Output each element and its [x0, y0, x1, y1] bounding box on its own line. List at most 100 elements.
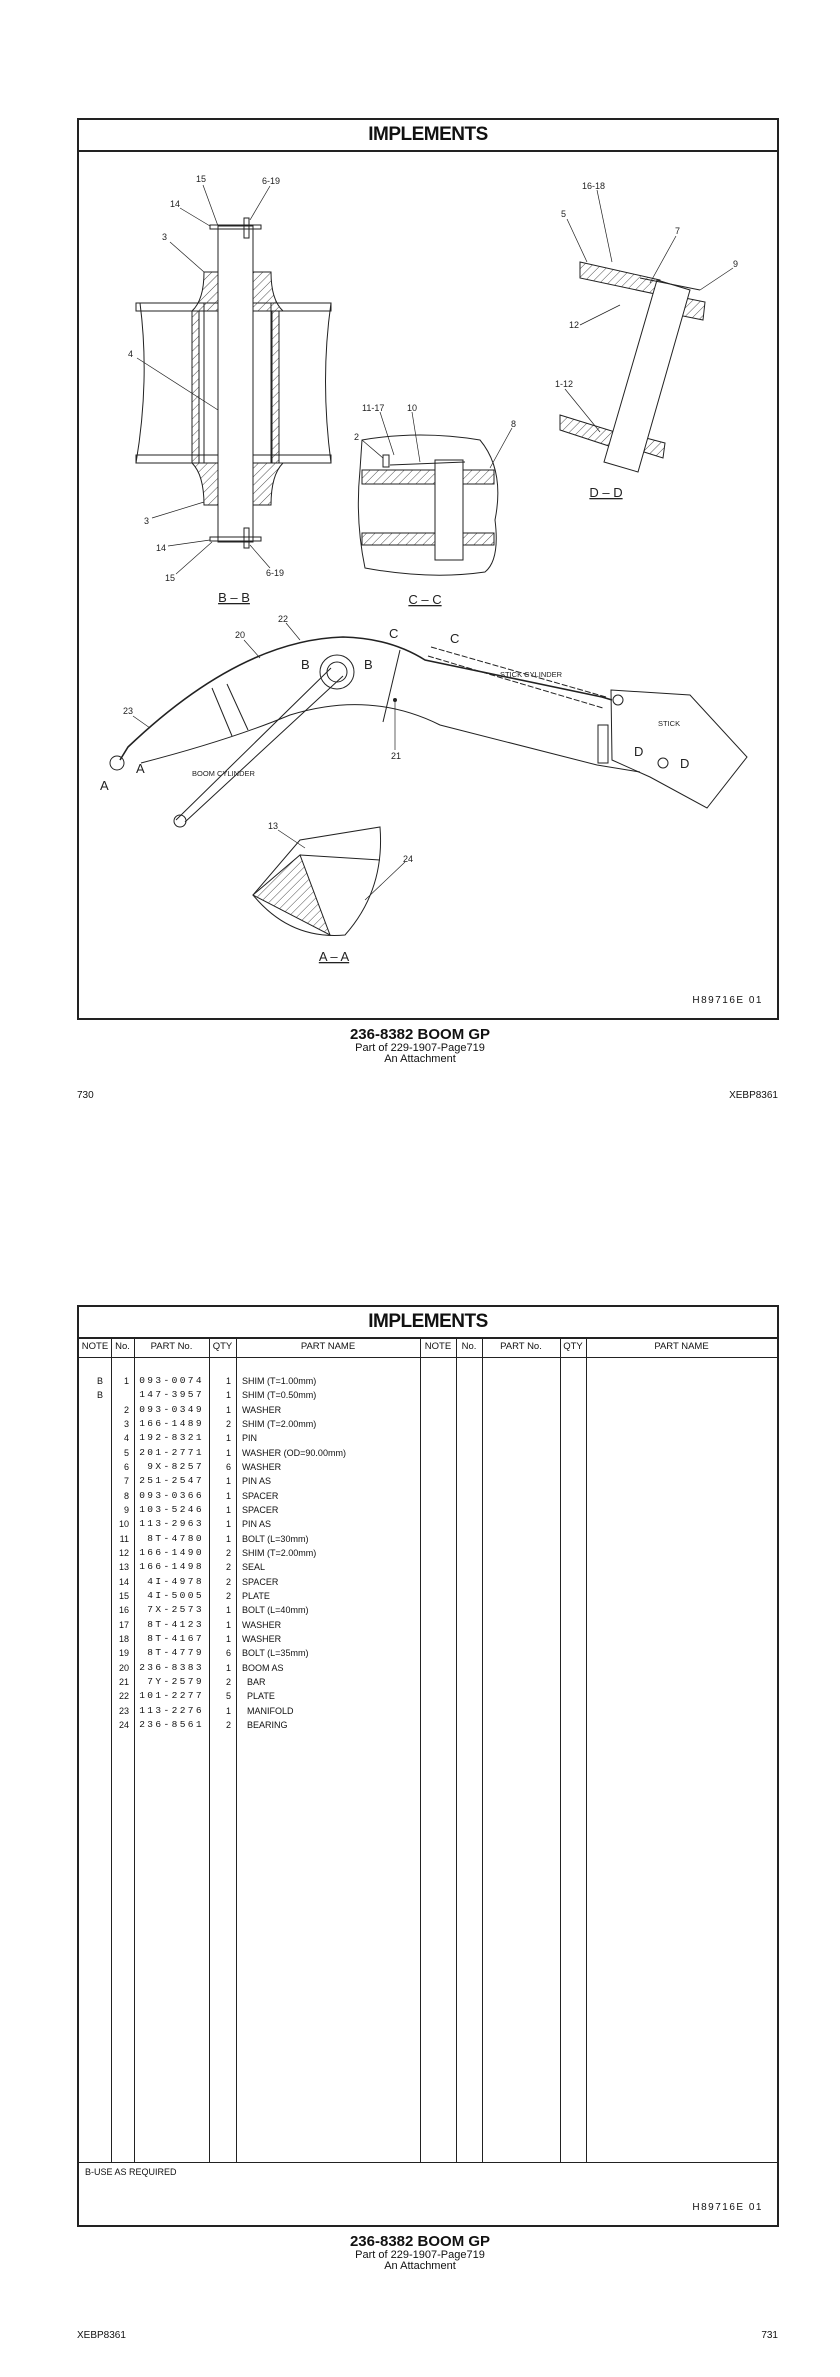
- cell-part-no: 236-8561: [139, 1718, 204, 1730]
- callout-15: 15: [165, 573, 175, 583]
- cell-qty: 1: [225, 1619, 231, 1630]
- callout-8: 8: [511, 419, 516, 429]
- section-b-b-drawing: [135, 217, 332, 549]
- cell-qty: 1: [225, 1633, 231, 1644]
- boom-parts-diagram: 15 6-19 14 3 4 3 14 15 6-19 11-17 10 2 8…: [100, 174, 748, 964]
- cell-part-no: 236-8383: [139, 1661, 204, 1673]
- cell-no: 11: [119, 1533, 129, 1544]
- cell-note: [81, 1632, 103, 1646]
- callout-5: 5: [561, 209, 566, 219]
- cell-part-name: BOLT (L=40mm): [242, 1605, 309, 1616]
- cell-part-no: 7X-2573: [147, 1604, 204, 1616]
- part-of-reference: Part of 229-1907-Page719: [355, 2249, 485, 2261]
- cell-no: 14: [118, 1576, 129, 1587]
- column-header-qty: QTY: [212, 1341, 233, 1352]
- cell-part-no: 9X-8257: [147, 1460, 204, 1472]
- cell-part-name: SEAL: [242, 1562, 266, 1573]
- cell-part-name: PLATE: [242, 1691, 275, 1702]
- column-header-part-no: PART No.: [500, 1341, 542, 1352]
- cell-part-no: 8T-4167: [147, 1632, 204, 1644]
- cell-note: [81, 1575, 103, 1589]
- cell-part-name: SPACER: [242, 1504, 279, 1515]
- cell-part-name: SHIM (T=0.50mm): [242, 1390, 317, 1401]
- column-divider: [482, 1337, 483, 2162]
- cell-part-name: SPACER: [242, 1576, 279, 1587]
- cell-note: B: [96, 1390, 103, 1401]
- cell-part-no: 093-0349: [139, 1403, 204, 1415]
- leader-lines: [132, 184, 734, 901]
- column-header-note: NOTE: [81, 1341, 109, 1352]
- cell-note: [81, 1532, 103, 1546]
- section-marker-d: D: [680, 756, 689, 771]
- cell-part-no: 4I-4978: [147, 1575, 204, 1587]
- callout-4: 4: [128, 349, 133, 359]
- cell-qty: 2: [225, 1418, 231, 1429]
- cell-note: [81, 1446, 103, 1460]
- cell-no: 9: [123, 1504, 129, 1515]
- cell-part-name: WASHER: [242, 1404, 282, 1415]
- cell-part-no: 093-0074: [139, 1375, 204, 1386]
- column-divider: [456, 1337, 457, 2162]
- section-a-a-drawing: [252, 826, 382, 937]
- callout-3: 3: [162, 232, 167, 242]
- column-divider: [209, 1337, 210, 2162]
- boom-side-view: [109, 636, 748, 828]
- cell-part-name: SHIM (T=2.00mm): [242, 1547, 317, 1558]
- callout-1-12: 1-12: [555, 379, 573, 389]
- row-divider: [79, 1357, 777, 1358]
- cell-qty: 2: [225, 1590, 231, 1601]
- callout-2: 2: [354, 432, 359, 442]
- cell-no: 7: [123, 1476, 129, 1487]
- cell-no: 1: [123, 1376, 129, 1386]
- section-c-c-drawing: [357, 434, 499, 576]
- cell-qty: 1: [225, 1605, 231, 1616]
- column-header-note: NOTE: [424, 1341, 452, 1352]
- parts-list-frame: IMPLEMENTS NOTE No. PART No. QTY PART NAME NO…: [77, 1305, 779, 2227]
- attachment-note: An Attachment: [384, 2260, 456, 2272]
- cell-part-name: WASHER (OD=90.00mm): [242, 1447, 346, 1458]
- cell-part-name: BEARING: [242, 1719, 288, 1730]
- cell-part-no: 113-2963: [139, 1518, 204, 1530]
- cell-no: 13: [118, 1562, 129, 1573]
- cell-qty: 2: [225, 1547, 231, 1558]
- cell-note: [81, 1560, 103, 1574]
- cell-note: [81, 1489, 103, 1503]
- page-title: IMPLEMENTS: [79, 1307, 777, 1339]
- cell-qty: 2: [225, 1719, 231, 1730]
- callout-23: 23: [123, 706, 133, 716]
- cell-no: 15: [118, 1590, 129, 1601]
- cell-no: 4: [123, 1433, 129, 1444]
- cell-note: [81, 1417, 103, 1431]
- cell-qty: 2: [225, 1676, 231, 1687]
- cell-note: B: [96, 1376, 103, 1386]
- column-divider: [111, 1337, 112, 2162]
- section-marker-b: B: [301, 657, 310, 672]
- section-label-b-b: B – B: [218, 590, 250, 605]
- cell-no: [111, 1388, 129, 1402]
- cell-no: 6: [123, 1461, 129, 1472]
- cell-note: [81, 1646, 103, 1660]
- cell-no: 22: [118, 1691, 129, 1702]
- cell-qty: 1: [225, 1447, 231, 1458]
- column-header-no: No.: [115, 1341, 130, 1352]
- cell-note: [81, 1603, 103, 1617]
- column-header-part-name: PART NAME: [654, 1341, 709, 1352]
- callout-12: 12: [569, 320, 579, 330]
- cell-qty: 2: [225, 1562, 231, 1573]
- cell-part-no: 8T-4779: [147, 1647, 204, 1659]
- page-number: 731: [761, 2330, 778, 2341]
- cell-no: 5: [123, 1447, 129, 1458]
- cell-part-name: PIN AS: [242, 1476, 272, 1487]
- cell-note: [81, 1675, 103, 1689]
- callout-11-17: 11-17: [362, 403, 384, 413]
- callout-16-18: 16-18: [582, 181, 605, 191]
- cell-note: [81, 1403, 103, 1417]
- cell-no: 19: [118, 1648, 129, 1659]
- cell-note: [81, 1618, 103, 1632]
- cell-no: 10: [118, 1519, 129, 1530]
- section-marker-a: A: [136, 761, 145, 776]
- section-label-d-d: D – D: [589, 485, 622, 500]
- section-marker-c: C: [389, 626, 398, 641]
- cell-qty: 1: [225, 1376, 231, 1386]
